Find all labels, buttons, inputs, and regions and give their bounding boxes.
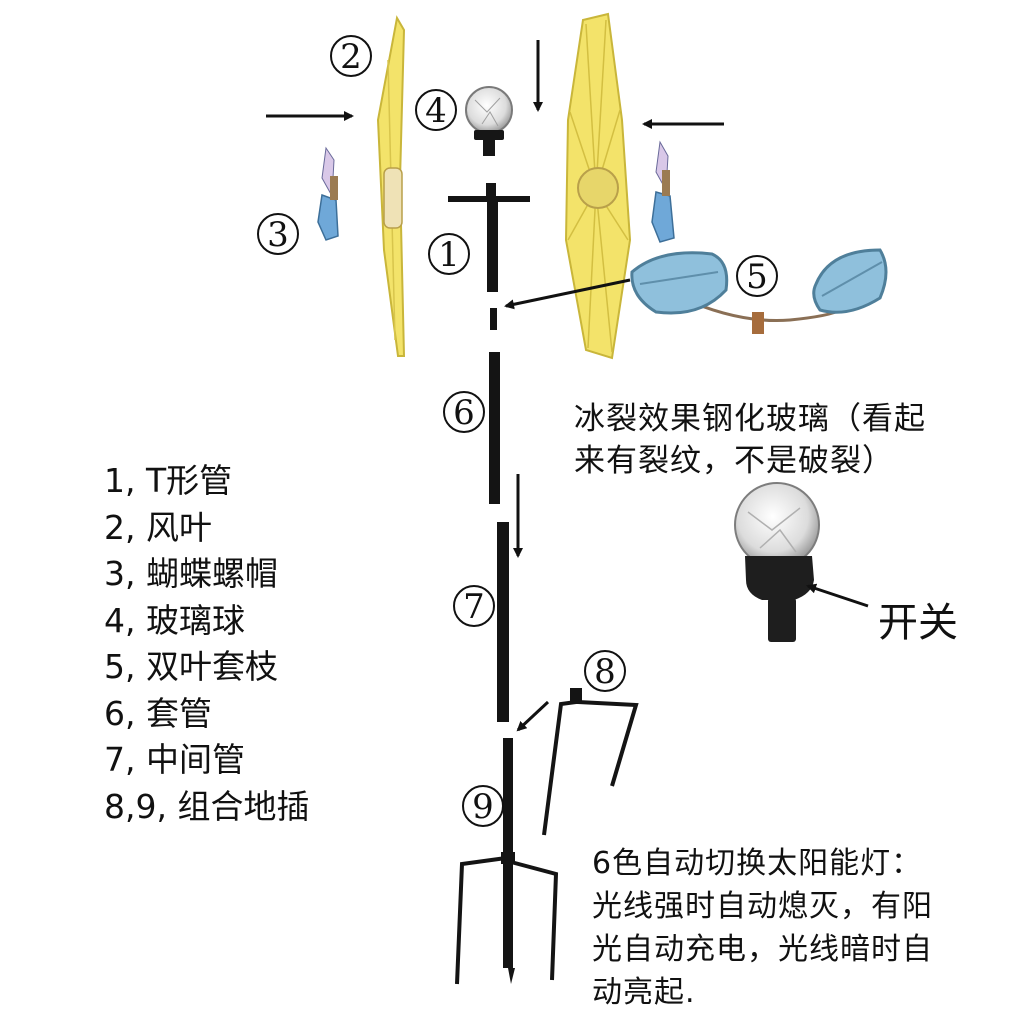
solar-light-description: 6色自动切换太阳能灯： 光线强时自动熄灭，有阳 光自动充电，光线暗时自 动亮起.	[592, 842, 933, 1014]
callout-numbers	[257, 35, 778, 827]
parts-legend: 1, T形管 2, 风叶 3, 蝴蝶螺帽 4, 玻璃球 5, 双叶套枝 6, 套…	[104, 458, 309, 830]
arrow-leaf-branch	[504, 278, 631, 310]
butterfly-nut-left	[317, 146, 339, 241]
glass-description: 冰裂效果钢化玻璃（看起 来有裂纹，不是破裂）	[574, 398, 926, 482]
callout-5: 5	[746, 257, 768, 297]
callout-8: 8	[594, 652, 616, 692]
sleeve-pipe	[489, 352, 500, 504]
glass-description-line-1: 冰裂效果钢化玻璃（看起	[574, 401, 926, 437]
callout-9: 9	[472, 787, 494, 827]
solar-description-line-2: 光线强时自动熄灭，有阳	[592, 889, 933, 924]
legend-item-7: 7, 中间管	[104, 740, 245, 779]
middle-pipe	[497, 522, 509, 722]
butterfly-nut-right	[651, 140, 675, 243]
legend-item-2: 2, 风叶	[104, 507, 212, 547]
glass-description-line-2: 来有裂纹，不是破裂）	[574, 443, 894, 479]
ground-stake	[455, 738, 559, 985]
legend-item-3: 3, 蝴蝶螺帽	[104, 554, 278, 593]
globe-with-switch	[734, 482, 820, 642]
pinwheel-blade-front	[564, 12, 632, 360]
solar-description-line-4: 动亮起.	[592, 975, 696, 1010]
t-pipe	[448, 183, 530, 292]
glass-globe	[465, 86, 513, 156]
arrow-switch	[806, 583, 869, 608]
ground-insert	[542, 688, 639, 836]
arrows	[266, 40, 869, 732]
arrow-ground-insert	[516, 700, 550, 732]
solar-description-line-3: 光自动充电，光线暗时自	[592, 932, 933, 967]
callout-6: 6	[453, 393, 475, 433]
callout-4: 4	[425, 91, 447, 131]
pipe-connector	[490, 308, 497, 330]
double-leaf-branch	[630, 248, 888, 334]
callout-2: 2	[340, 37, 362, 77]
pinwheel-blade-side	[376, 15, 406, 357]
legend-item-1: 1, T形管	[104, 461, 233, 500]
legend-item-6: 6, 套管	[104, 693, 212, 733]
legend-item-4: 4, 玻璃球	[104, 600, 245, 640]
solar-description-line-1: 6色自动切换太阳能灯：	[592, 846, 923, 881]
callout-7: 7	[463, 587, 485, 627]
legend-item-8: 8,9, 组合地插	[104, 786, 310, 826]
callout-1: 1	[438, 235, 460, 275]
pole-assembly	[448, 183, 639, 985]
legend-item-5: 5, 双叶套枝	[104, 647, 278, 686]
callout-3: 3	[267, 215, 289, 255]
callout-labels: 2 3 1 4 5 6 7 8 9	[267, 37, 768, 827]
switch-label: 开关	[878, 600, 958, 646]
